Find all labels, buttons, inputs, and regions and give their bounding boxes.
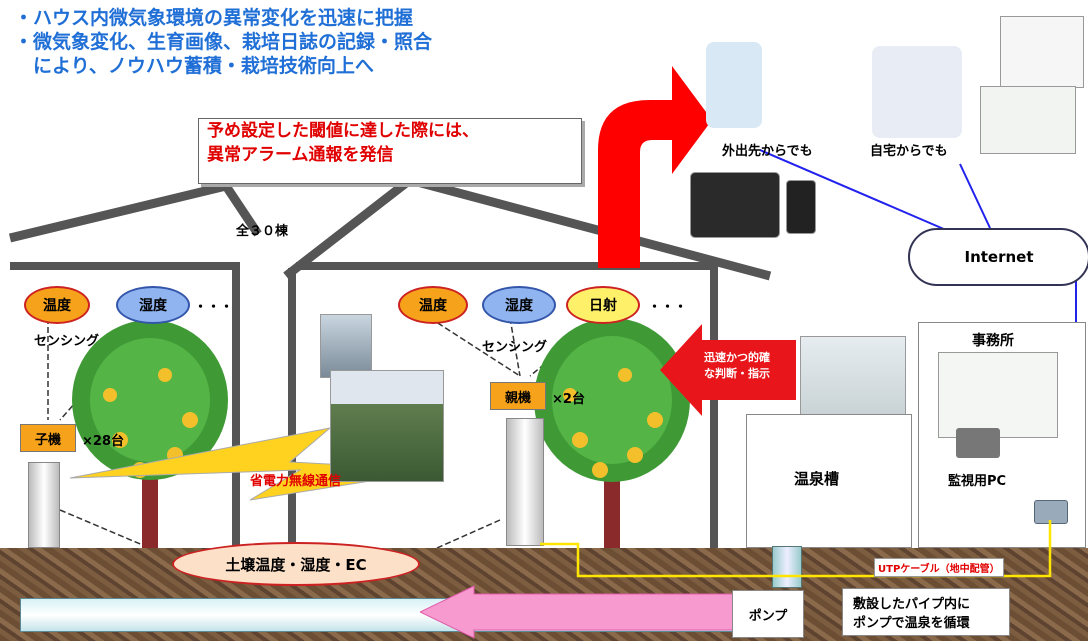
laptop-icon <box>956 428 1000 458</box>
child-unit-label: 子機 <box>20 424 76 452</box>
remote-outside-label: 外出先からでも <box>722 144 813 159</box>
greenhouse-photo-small <box>320 314 372 378</box>
right-sensor-ellipsis: ・・・ <box>648 300 688 315</box>
web-screen-image-2 <box>980 86 1076 154</box>
internet-label: Internet <box>964 248 1034 266</box>
right-sensor-solar: 日射 <box>566 286 640 324</box>
pump-note-line1: 敷設したパイプ内に <box>853 597 971 612</box>
right-sensor-temperature: 温度 <box>398 286 468 324</box>
parent-unit-device <box>506 418 544 546</box>
instruction-line2: な判断・指示 <box>704 367 770 380</box>
alarm-callout: 予め設定した閾値に達した際には、 異常アラーム通報を発信 <box>198 118 582 184</box>
monitoring-pc-label: 監視用PC <box>948 474 1007 489</box>
hot-spring-tank-label: 温泉槽 <box>794 470 840 488</box>
office-title: 事務所 <box>972 333 1014 349</box>
internet-cloud: Internet <box>908 228 1088 286</box>
bullet-3: により、ノウハウ蓄積・栽培技術向上へ <box>14 55 374 77</box>
flow-arrow <box>420 585 739 639</box>
instruction-arrow <box>660 324 796 416</box>
network-line-home <box>959 163 991 229</box>
instruction-line1: 迅速かつ的確 <box>704 351 770 364</box>
soil-sensor-ellipse: 土壌温度・湿度・EC <box>172 542 420 586</box>
bullet-2: ・微気象変化、生育画像、栽培日誌の記録・照合 <box>14 31 433 53</box>
left-sensing-label: センシング <box>34 334 100 349</box>
pc-user-icon <box>872 46 962 138</box>
pump-label: ポンプ <box>748 608 788 624</box>
child-unit-device <box>28 462 60 548</box>
right-sensor-humidity: 湿度 <box>482 286 556 324</box>
remote-home-label: 自宅からでも <box>870 144 948 159</box>
instruction-text: 迅速かつ的確 な判断・指示 <box>704 350 770 382</box>
building-count: 全３０棟 <box>236 224 289 239</box>
pump-pipe <box>772 546 802 588</box>
right-tree <box>534 318 690 550</box>
utp-cable-label: UTPケーブル（地中配管） <box>874 558 1004 577</box>
alarm-callout-line2: 異常アラーム通報を発信 <box>207 145 394 165</box>
parent-unit-label: 親機 <box>490 382 546 410</box>
pump-note-line2: ポンプで温泉を循環 <box>853 616 970 631</box>
bullet-list: ・ハウス内微気象環境の異常変化を迅速に把握 ・微気象変化、生育画像、栽培日誌の記… <box>14 6 432 78</box>
right-sensing-label: センシング <box>482 340 548 355</box>
left-sensor-temperature: 温度 <box>24 286 90 324</box>
parent-unit-count: ×2台 <box>552 392 585 407</box>
soil-sensor-label: 土壌温度・湿度・EC <box>225 555 367 574</box>
tablet-image <box>690 172 780 238</box>
phone-image <box>786 180 816 234</box>
alarm-callout-line1: 予め設定した閾値に達した際には、 <box>207 121 479 141</box>
left-sensor-ellipsis: ・・・ <box>194 300 234 315</box>
utp-cable <box>540 520 1052 578</box>
network-line-outside <box>759 149 961 237</box>
tablet-user-icon <box>706 42 762 128</box>
child-unit-count: ×28台 <box>82 434 124 449</box>
alarm-arrow <box>598 66 712 268</box>
bullet-1: ・ハウス内微気象環境の異常変化を迅速に把握 <box>14 7 414 29</box>
left-house-roof <box>8 180 262 243</box>
pump-note: 敷設したパイプ内に ポンプで温泉を循環 <box>842 588 1010 636</box>
person-photo <box>800 336 906 416</box>
office-screen <box>938 352 1058 438</box>
hot-spring-tank <box>746 414 912 548</box>
greenhouse-photo <box>330 370 444 482</box>
wireless-label: 省電力無線通信 <box>250 474 342 489</box>
web-screen-image <box>1000 16 1084 88</box>
pump-box: ポンプ <box>732 590 804 638</box>
left-sensor-humidity: 湿度 <box>116 286 190 324</box>
